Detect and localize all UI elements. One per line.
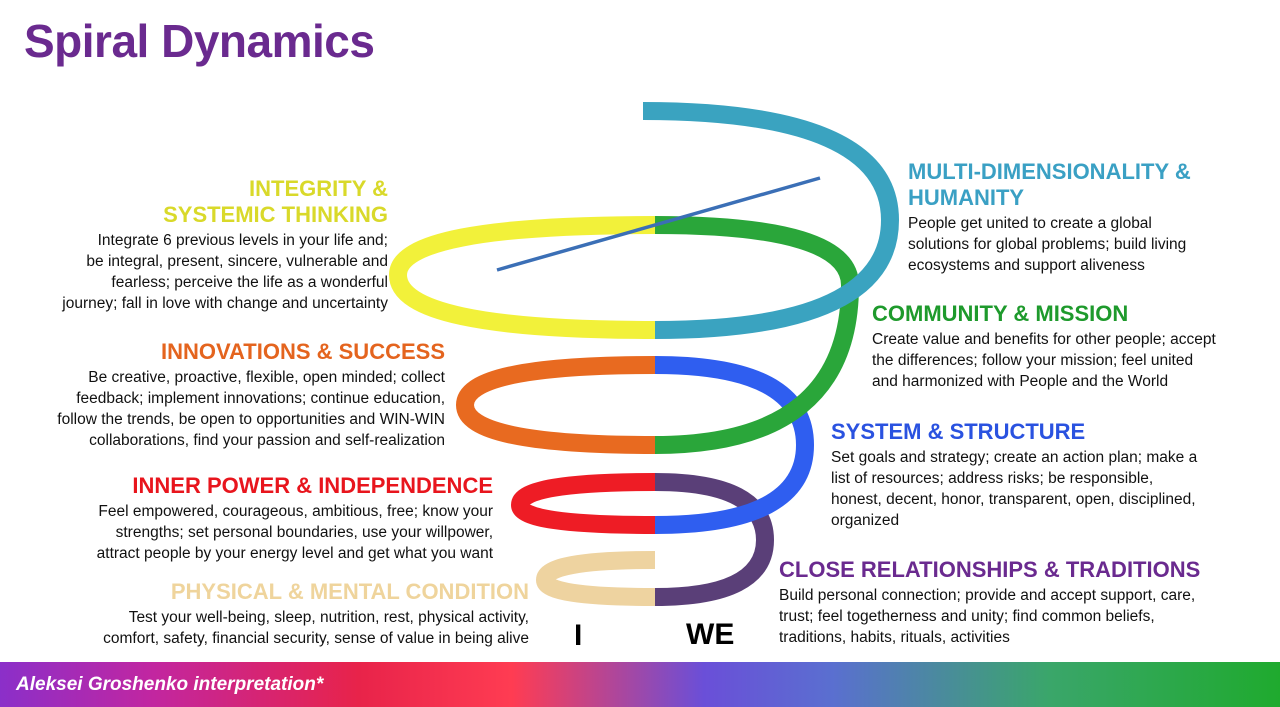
level-description: Integrate 6 previous levels in your life… [62, 232, 388, 312]
level-title: COMMUNITY & MISSION [872, 301, 1129, 326]
spiral-segment-beige [535, 551, 656, 606]
spiral-segment-purple [654, 473, 775, 606]
level-title: INNOVATIONS & SUCCESS [161, 339, 445, 364]
level-description: People get united to create a global sol… [908, 215, 1187, 274]
footer-credit: Aleksei Groshenko interpretation* [16, 674, 324, 695]
level-title: PHYSICAL & MENTAL CONDITION [170, 579, 529, 604]
level-system: SYSTEM & STRUCTURE Set goals and strateg… [831, 419, 1271, 531]
level-title: CLOSE RELATIONSHIPS & TRADITIONS [779, 557, 1201, 582]
level-title: INNER POWER & INDEPENDENCE [132, 473, 493, 498]
spiral-segment-blue [654, 356, 815, 534]
i-label: I [574, 619, 583, 652]
spiral-segment-turquoise [642, 102, 900, 339]
level-community: COMMUNITY & MISSION Create value and ben… [872, 301, 1272, 392]
page-title: Spiral Dynamics [24, 15, 375, 67]
level-title: INTEGRITY & SYSTEMIC THINKING [163, 176, 388, 227]
level-innovations: INNOVATIONS & SUCCESS Be creative, proac… [0, 339, 445, 451]
level-description: Create value and benefits for other peop… [872, 331, 1216, 390]
footer-banner: Aleksei Groshenko interpretation* [0, 662, 1280, 707]
level-integrity: INTEGRITY & SYSTEMIC THINKING Integrate … [0, 176, 388, 314]
level-title: MULTI-DIMENSIONALITY & HUMANITY [908, 159, 1191, 210]
level-physical: PHYSICAL & MENTAL CONDITION Test your we… [29, 579, 529, 649]
level-description: Build personal connection; provide and a… [779, 587, 1196, 646]
we-label: WE [686, 618, 735, 651]
level-description: Test your well-being, sleep, nutrition, … [103, 609, 529, 647]
spiral-segment-orange [455, 356, 656, 454]
level-inner-power: INNER POWER & INDEPENDENCE Feel empowere… [23, 473, 493, 564]
spiral-segment-red [510, 473, 656, 534]
level-title: SYSTEM & STRUCTURE [831, 419, 1086, 444]
level-close-relationships: CLOSE RELATIONSHIPS & TRADITIONS Build p… [779, 557, 1274, 648]
spiral-axis-line [496, 176, 821, 272]
level-multi-dimensionality: MULTI-DIMENSIONALITY & HUMANITY People g… [908, 159, 1268, 276]
level-description: Be creative, proactive, flexible, open m… [57, 369, 445, 449]
level-description: Set goals and strategy; create an action… [831, 449, 1198, 529]
level-description: Feel empowered, courageous, ambitious, f… [96, 503, 493, 562]
spiral-segment-yellow [388, 216, 656, 339]
